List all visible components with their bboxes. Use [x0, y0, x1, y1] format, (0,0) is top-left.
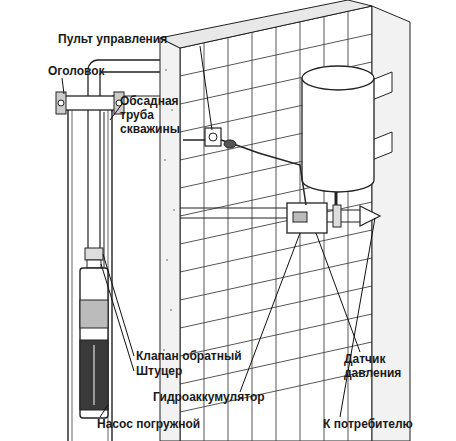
- pump-motor: [80, 340, 108, 410]
- riser-pipe: [88, 110, 100, 250]
- part-label: Насос погружной: [97, 417, 200, 431]
- check-valve: [85, 248, 103, 260]
- leader-lines: [62, 46, 375, 417]
- well-head: [60, 96, 120, 110]
- part-label: Гидроаккумулятор: [153, 390, 265, 404]
- socket-hole: [209, 133, 217, 141]
- control-socket: [205, 128, 221, 146]
- part-label: К потребителю: [323, 417, 413, 431]
- switch-display: [293, 212, 307, 222]
- submersible-pump: [80, 268, 108, 418]
- tank-body: [302, 78, 374, 192]
- pipe: [180, 208, 290, 218]
- pipe-fitting: [333, 205, 341, 227]
- head-bolt: [56, 92, 66, 114]
- outlet-arrow: [360, 206, 380, 226]
- plug: [224, 140, 236, 148]
- pipe: [327, 210, 360, 222]
- part-label: Обсадная труба скважины: [120, 94, 190, 136]
- pressure-switch: [287, 203, 327, 233]
- wall-top: [160, 0, 372, 48]
- fitting: [87, 260, 101, 268]
- wire: [183, 139, 205, 141]
- part-label: Датчик давления: [344, 352, 408, 380]
- casing-pipe: [68, 100, 112, 441]
- part-label: Оголовок: [48, 64, 105, 78]
- tank-top: [302, 66, 374, 90]
- part-label: Клапан обратный: [136, 349, 242, 363]
- part-label: Пульт управления: [58, 32, 167, 46]
- part-label: Штуцер: [136, 364, 182, 378]
- wire: [221, 140, 306, 205]
- pump-grid: [80, 300, 108, 328]
- tank-bracket: [372, 72, 392, 160]
